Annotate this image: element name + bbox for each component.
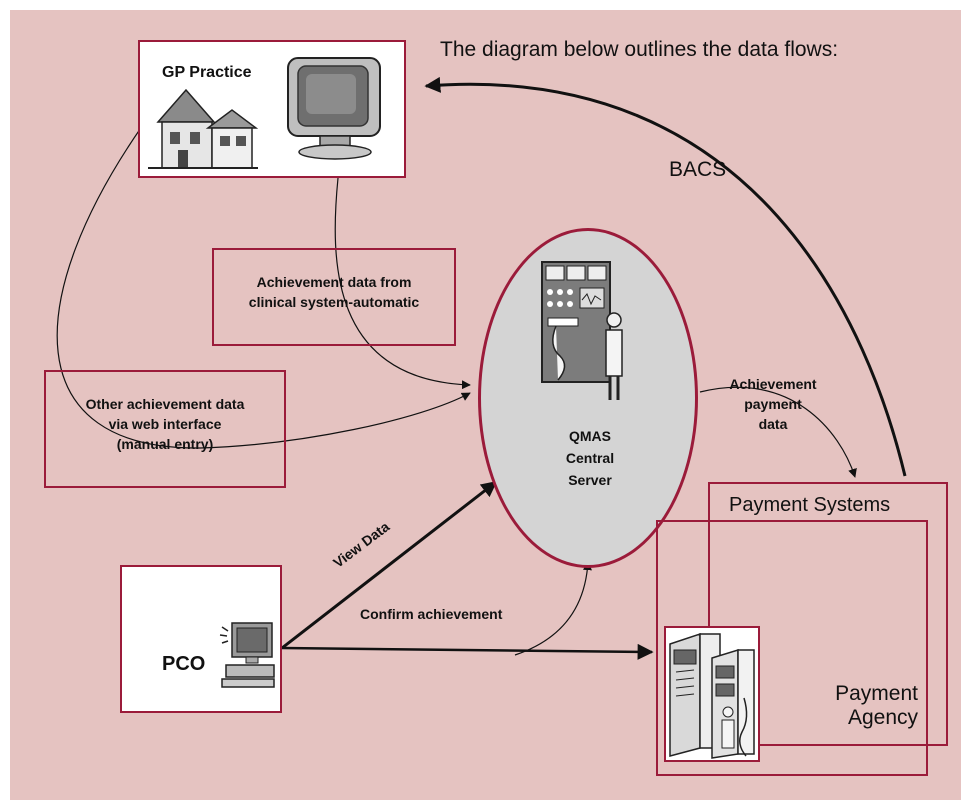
manual-data-box: Other achievement data via web interface… bbox=[44, 370, 286, 488]
house-icon bbox=[148, 88, 258, 169]
manual-data-arrow bbox=[56, 121, 471, 449]
payment-systems-label: Payment Systems bbox=[729, 494, 891, 516]
payment-data-arrow bbox=[699, 386, 857, 478]
payment-agency-icon-box bbox=[664, 626, 760, 762]
payment-agency-line2: Agency bbox=[847, 706, 918, 729]
pco-box: PCO bbox=[120, 565, 282, 713]
payment-data-line1: Achievement bbox=[729, 376, 817, 392]
bacs-label: BACS bbox=[669, 158, 727, 181]
view-data-arrow bbox=[281, 480, 498, 650]
auto-data-line2: clinical system-automatic bbox=[248, 294, 420, 310]
crt-monitor-icon bbox=[287, 57, 381, 160]
payment-data-line2: payment bbox=[744, 396, 802, 412]
server-rack-icon bbox=[669, 632, 755, 759]
diagram-caption: The diagram below outlines the data flow… bbox=[440, 38, 839, 61]
payment-systems-box: Payment Systems bbox=[708, 482, 948, 746]
pco-label: PCO bbox=[162, 653, 206, 675]
manual-data-line1: Other achievement data bbox=[85, 396, 245, 412]
manual-data-line3: (manual entry) bbox=[116, 436, 214, 452]
confirm-label: Confirm achievement bbox=[360, 606, 503, 622]
payment-data-line3: data bbox=[758, 416, 788, 432]
manual-data-line2: via web interface bbox=[108, 416, 222, 432]
pc-computer-icon bbox=[219, 622, 275, 688]
payment-agency-line1: Payment bbox=[835, 682, 918, 705]
server-label-line1: QMAS bbox=[569, 428, 611, 444]
confirm-curve-arrow bbox=[514, 561, 592, 656]
pco-to-agency-arrow bbox=[281, 643, 654, 660]
payment-agency-outer-box: Payment Agency bbox=[656, 520, 928, 776]
auto-data-box: Achievement data from clinical system-au… bbox=[212, 248, 456, 346]
auto-data-arrow bbox=[334, 177, 471, 390]
server-label-line2: Central bbox=[565, 450, 615, 466]
gp-practice-box: GP Practice bbox=[138, 40, 406, 178]
gp-practice-label: GP Practice bbox=[162, 64, 252, 81]
server-label-line3: Server bbox=[568, 472, 612, 488]
bacs-arrow bbox=[424, 76, 907, 477]
auto-data-line1: Achievement data from bbox=[256, 274, 412, 290]
operator-console-icon bbox=[541, 261, 623, 400]
